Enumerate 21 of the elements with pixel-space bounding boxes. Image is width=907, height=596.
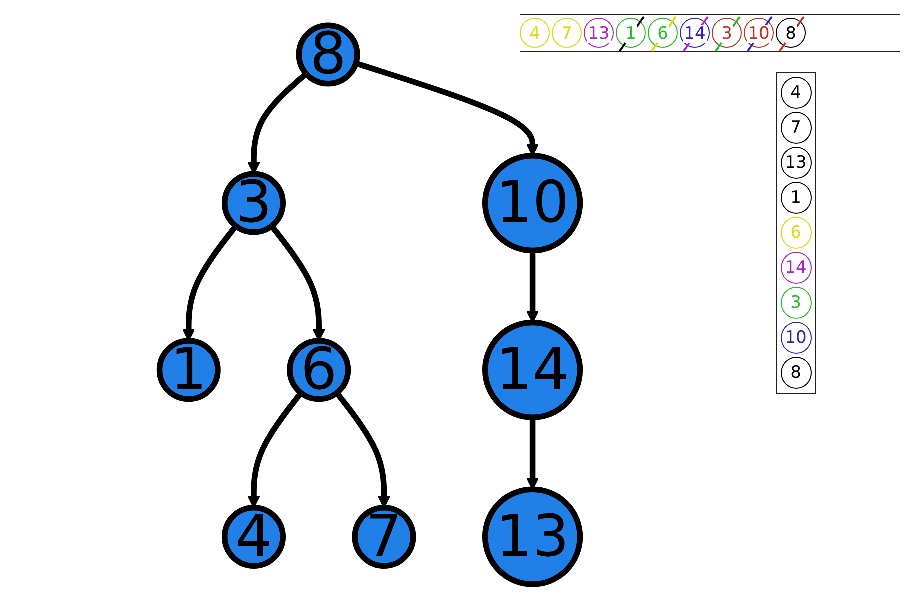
stack-item: 13 (780, 147, 812, 179)
stack-item: 1 (780, 182, 812, 214)
stack-item: 4 (780, 77, 812, 109)
stack-item: 3 (780, 287, 812, 319)
stack-item: 8 (780, 357, 812, 389)
node-circle: 14 (482, 320, 584, 420)
stack-item: 7 (780, 112, 812, 144)
node-circle: 8 (296, 22, 360, 87)
queue-item: 4 (520, 18, 550, 48)
node-circle: 10 (482, 152, 584, 254)
stack-item: 14 (780, 252, 812, 284)
queue-item: 7 (552, 18, 582, 48)
node-circle: 7 (352, 505, 416, 570)
stack-item: 10 (780, 322, 812, 354)
node-circle: 4 (222, 505, 286, 570)
node-circle: 3 (222, 171, 286, 236)
node-circle: 1 (156, 338, 221, 402)
queue-item: 13 (584, 18, 614, 48)
stack-item: 6 (780, 217, 812, 249)
node-circle: 13 (482, 486, 584, 588)
node-circle: 6 (287, 338, 352, 402)
